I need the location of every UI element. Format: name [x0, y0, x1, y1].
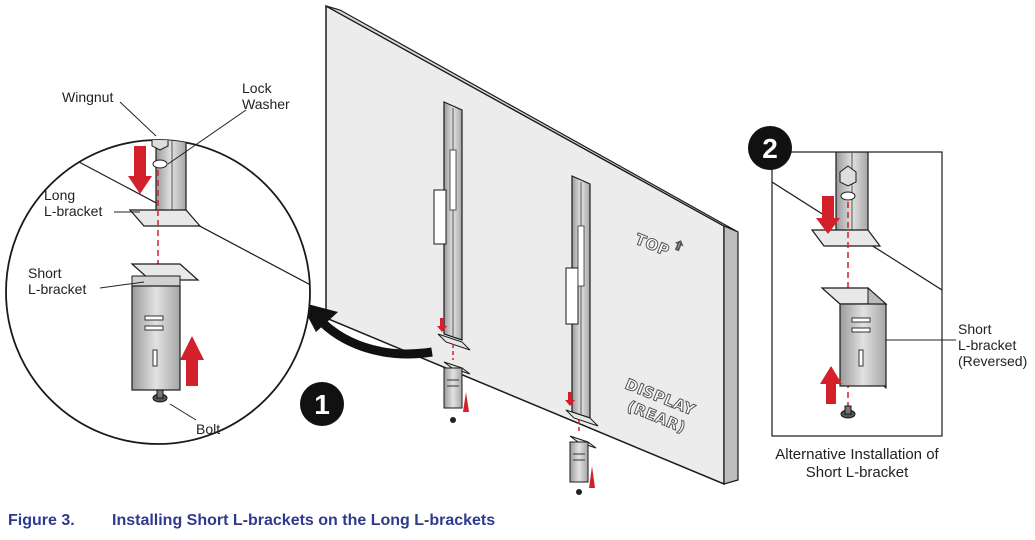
figure-caption: Figure 3. Installing Short L-brackets on …	[8, 512, 495, 530]
short-reversed-label-line1: Short	[958, 321, 992, 337]
step-1-badge: 1	[300, 382, 344, 426]
alt-caption-line2: Short L-bracket	[806, 464, 909, 481]
magnified-detail	[5, 139, 311, 445]
figure-number: Figure 3.	[8, 512, 75, 529]
lock-washer-label-line2: Washer	[242, 96, 290, 112]
long-bracket-label-line1: Long	[44, 187, 75, 203]
wingnut-label: Wingnut	[62, 89, 113, 105]
short-bracket-small-right	[569, 420, 597, 495]
short-reversed-label-line2: L-bracket	[958, 337, 1016, 353]
display-panel	[325, 4, 739, 486]
short-bracket-label-line2: L-bracket	[28, 281, 86, 297]
bolt-label: Bolt	[196, 421, 220, 437]
long-bracket-left	[433, 101, 471, 351]
svg-text:1: 1	[314, 389, 330, 420]
svg-text:2: 2	[762, 133, 778, 164]
alternative-installation-box	[771, 151, 956, 437]
down-arrow-icon	[565, 392, 575, 406]
long-bracket-label-line2: L-bracket	[44, 203, 102, 219]
short-bracket-small-left	[443, 344, 471, 423]
lock-washer-label-line1: Lock	[242, 80, 273, 96]
figure-title: Installing Short L-brackets on the Long …	[112, 512, 496, 529]
callout-lines	[99, 101, 247, 421]
long-bracket-right	[565, 175, 599, 427]
short-bracket-label-line1: Short	[28, 265, 62, 281]
step-2-badge: 2	[748, 126, 792, 170]
down-arrow-icon	[437, 318, 447, 332]
short-reversed-label-line3: (Reversed)	[958, 353, 1027, 369]
alt-caption-line1: Alternative Installation of	[775, 446, 939, 463]
